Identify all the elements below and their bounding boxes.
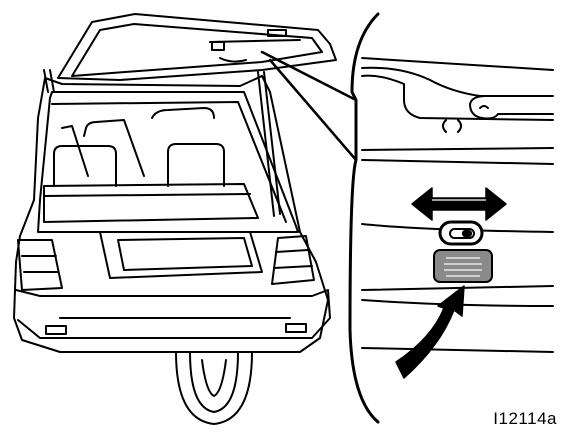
detail-callout — [348, 12, 554, 424]
cargo-floor — [43, 183, 259, 223]
license-lamp — [433, 249, 493, 283]
tail-light-right — [271, 235, 315, 285]
vehicle-body-outline — [13, 75, 329, 353]
rear-seat-left — [53, 145, 117, 187]
open-back-door — [57, 13, 337, 81]
lock-switch — [438, 220, 484, 246]
cargo-opening — [37, 91, 299, 233]
rear-seat-right — [167, 143, 225, 187]
callout-bracket — [348, 12, 380, 424]
double-arrow-icon — [411, 187, 507, 221]
rear-bumper — [15, 289, 331, 339]
back-door-inner-frame — [71, 23, 323, 77]
spare-tire — [175, 351, 253, 425]
license-plate-recess — [99, 231, 263, 279]
figure-code: I12114a — [493, 409, 557, 428]
callout-leader — [260, 50, 358, 102]
door-handle-slot — [469, 95, 554, 120]
vehicle-rear-view — [13, 13, 337, 425]
curved-arrow-icon — [395, 285, 465, 379]
tail-light-left — [17, 239, 63, 291]
